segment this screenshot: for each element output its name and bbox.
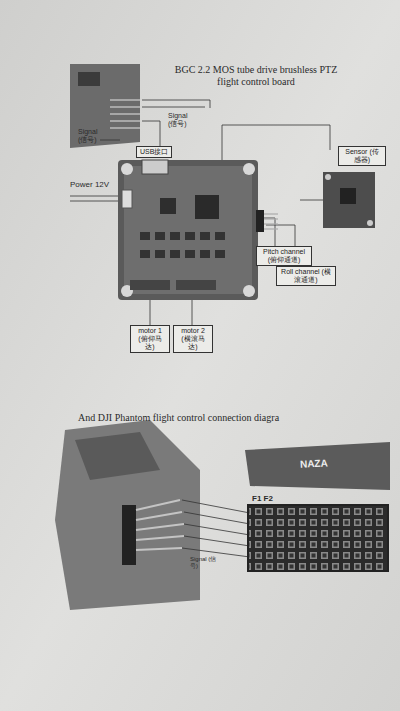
section-heading: And DJI Phantom flight control connectio…: [78, 412, 279, 424]
label-box: USB接口: [136, 146, 172, 158]
board-name: NAZA: [300, 457, 328, 470]
box-text: Sensor (传感器): [342, 148, 382, 164]
box-text: motor 1 (俯仰马达): [134, 327, 166, 351]
box-text: USB接口: [140, 148, 168, 156]
box-text: Roll channel (横滚通道): [280, 268, 332, 284]
signal-label: Signal (信号): [168, 112, 198, 128]
port-label: F1 F2: [252, 494, 273, 503]
label-box: Roll channel (横滚通道): [276, 266, 336, 286]
title: BGC 2.2 MOS tube drive brushless PTZ fli…: [168, 64, 344, 87]
signal-label: Signal (信号): [78, 128, 108, 144]
label-box: motor 1 (俯仰马达): [130, 325, 170, 353]
label-box: Pitch channel (俯仰通道): [256, 246, 312, 266]
label-box: motor 2 (横滚马达): [173, 325, 213, 353]
label-box: Sensor (传感器): [338, 146, 386, 166]
box-text: Pitch channel (俯仰通道): [260, 248, 308, 264]
signal-label: Signal (信号): [190, 556, 220, 570]
power-label: Power 12V: [70, 180, 109, 189]
box-text: motor 2 (横滚马达): [177, 327, 209, 351]
